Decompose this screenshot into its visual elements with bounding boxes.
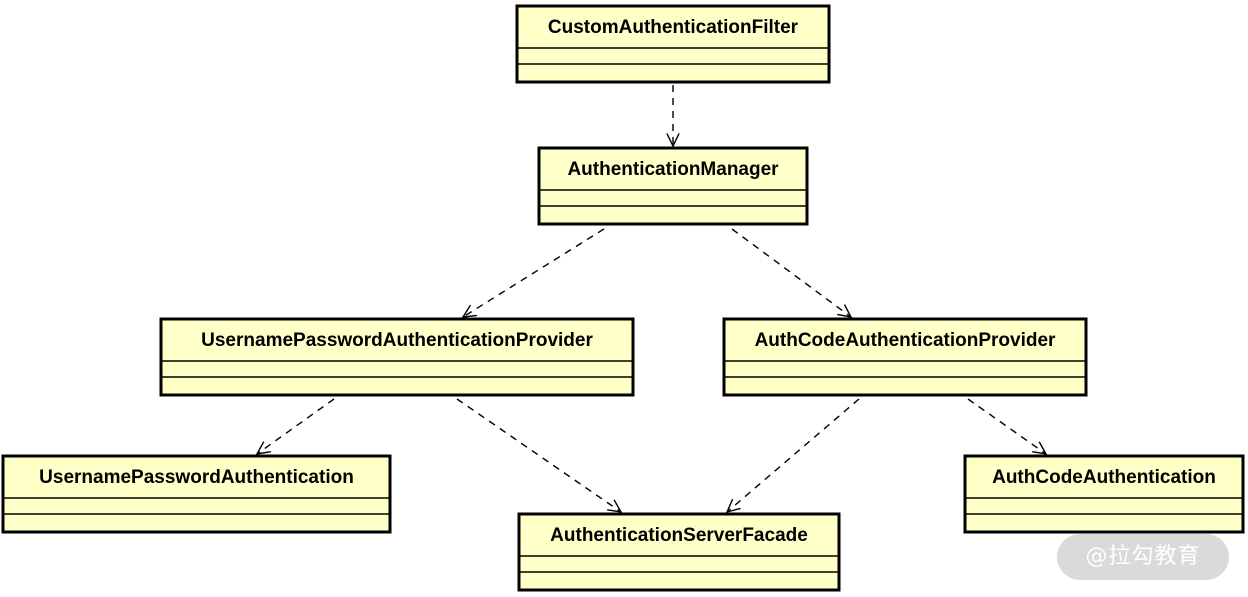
class-box-auth-code-authentication: AuthCodeAuthentication — [963, 454, 1245, 534]
class-name: AuthenticationManager — [567, 159, 779, 180]
dependency-line — [256, 398, 335, 455]
class-box-custom-authentication-filter: CustomAuthenticationFilter — [515, 4, 831, 84]
class-box-username-password-authentication: UsernamePasswordAuthentication — [1, 454, 392, 534]
class-name: AuthCodeAuthenticationProvider — [755, 330, 1056, 351]
dependency-arrow — [967, 398, 1048, 455]
open-arrowhead-icon — [837, 304, 853, 318]
class-box-frame — [722, 317, 1088, 397]
class-name: AuthCodeAuthentication — [992, 467, 1216, 488]
class-name: UsernamePasswordAuthentication — [39, 467, 354, 488]
open-arrowhead-icon — [666, 133, 680, 148]
open-arrowhead-icon — [1032, 441, 1048, 455]
open-arrowhead-icon — [255, 441, 271, 455]
watermark: @拉勾教育 — [1057, 534, 1229, 580]
class-box-auth-code-authentication-provider: AuthCodeAuthenticationProvider — [722, 317, 1088, 397]
class-box-frame — [159, 317, 635, 397]
open-arrowhead-icon — [607, 499, 623, 513]
class-box-frame — [963, 454, 1245, 534]
dependency-arrow — [731, 228, 853, 318]
class-box-authentication-manager: AuthenticationManager — [537, 146, 809, 226]
dependency-arrow — [255, 398, 335, 455]
dependency-line — [731, 228, 852, 318]
class-name: CustomAuthenticationFilter — [548, 17, 799, 38]
dependency-arrow — [461, 228, 605, 318]
class-name: UsernamePasswordAuthenticationProvider — [201, 330, 593, 351]
class-box-frame — [537, 146, 809, 226]
class-box-frame — [1, 454, 392, 534]
dependency-arrows — [255, 85, 1048, 514]
class-box-frame — [517, 512, 841, 592]
dependency-arrow — [666, 85, 680, 148]
class-box-username-password-authentication-provider: UsernamePasswordAuthenticationProvider — [159, 317, 635, 397]
open-arrowhead-icon — [725, 498, 741, 514]
dependency-arrow — [456, 398, 623, 513]
dependency-line — [462, 228, 605, 318]
open-arrowhead-icon — [461, 304, 477, 318]
dependency-arrow — [725, 398, 860, 514]
dependency-line — [456, 398, 622, 513]
dependency-line — [967, 398, 1047, 455]
class-box-frame — [515, 4, 831, 84]
class-name: AuthenticationServerFacade — [550, 525, 808, 546]
class-box-authentication-server-facade: AuthenticationServerFacade — [517, 512, 841, 592]
dependency-line — [726, 398, 860, 513]
